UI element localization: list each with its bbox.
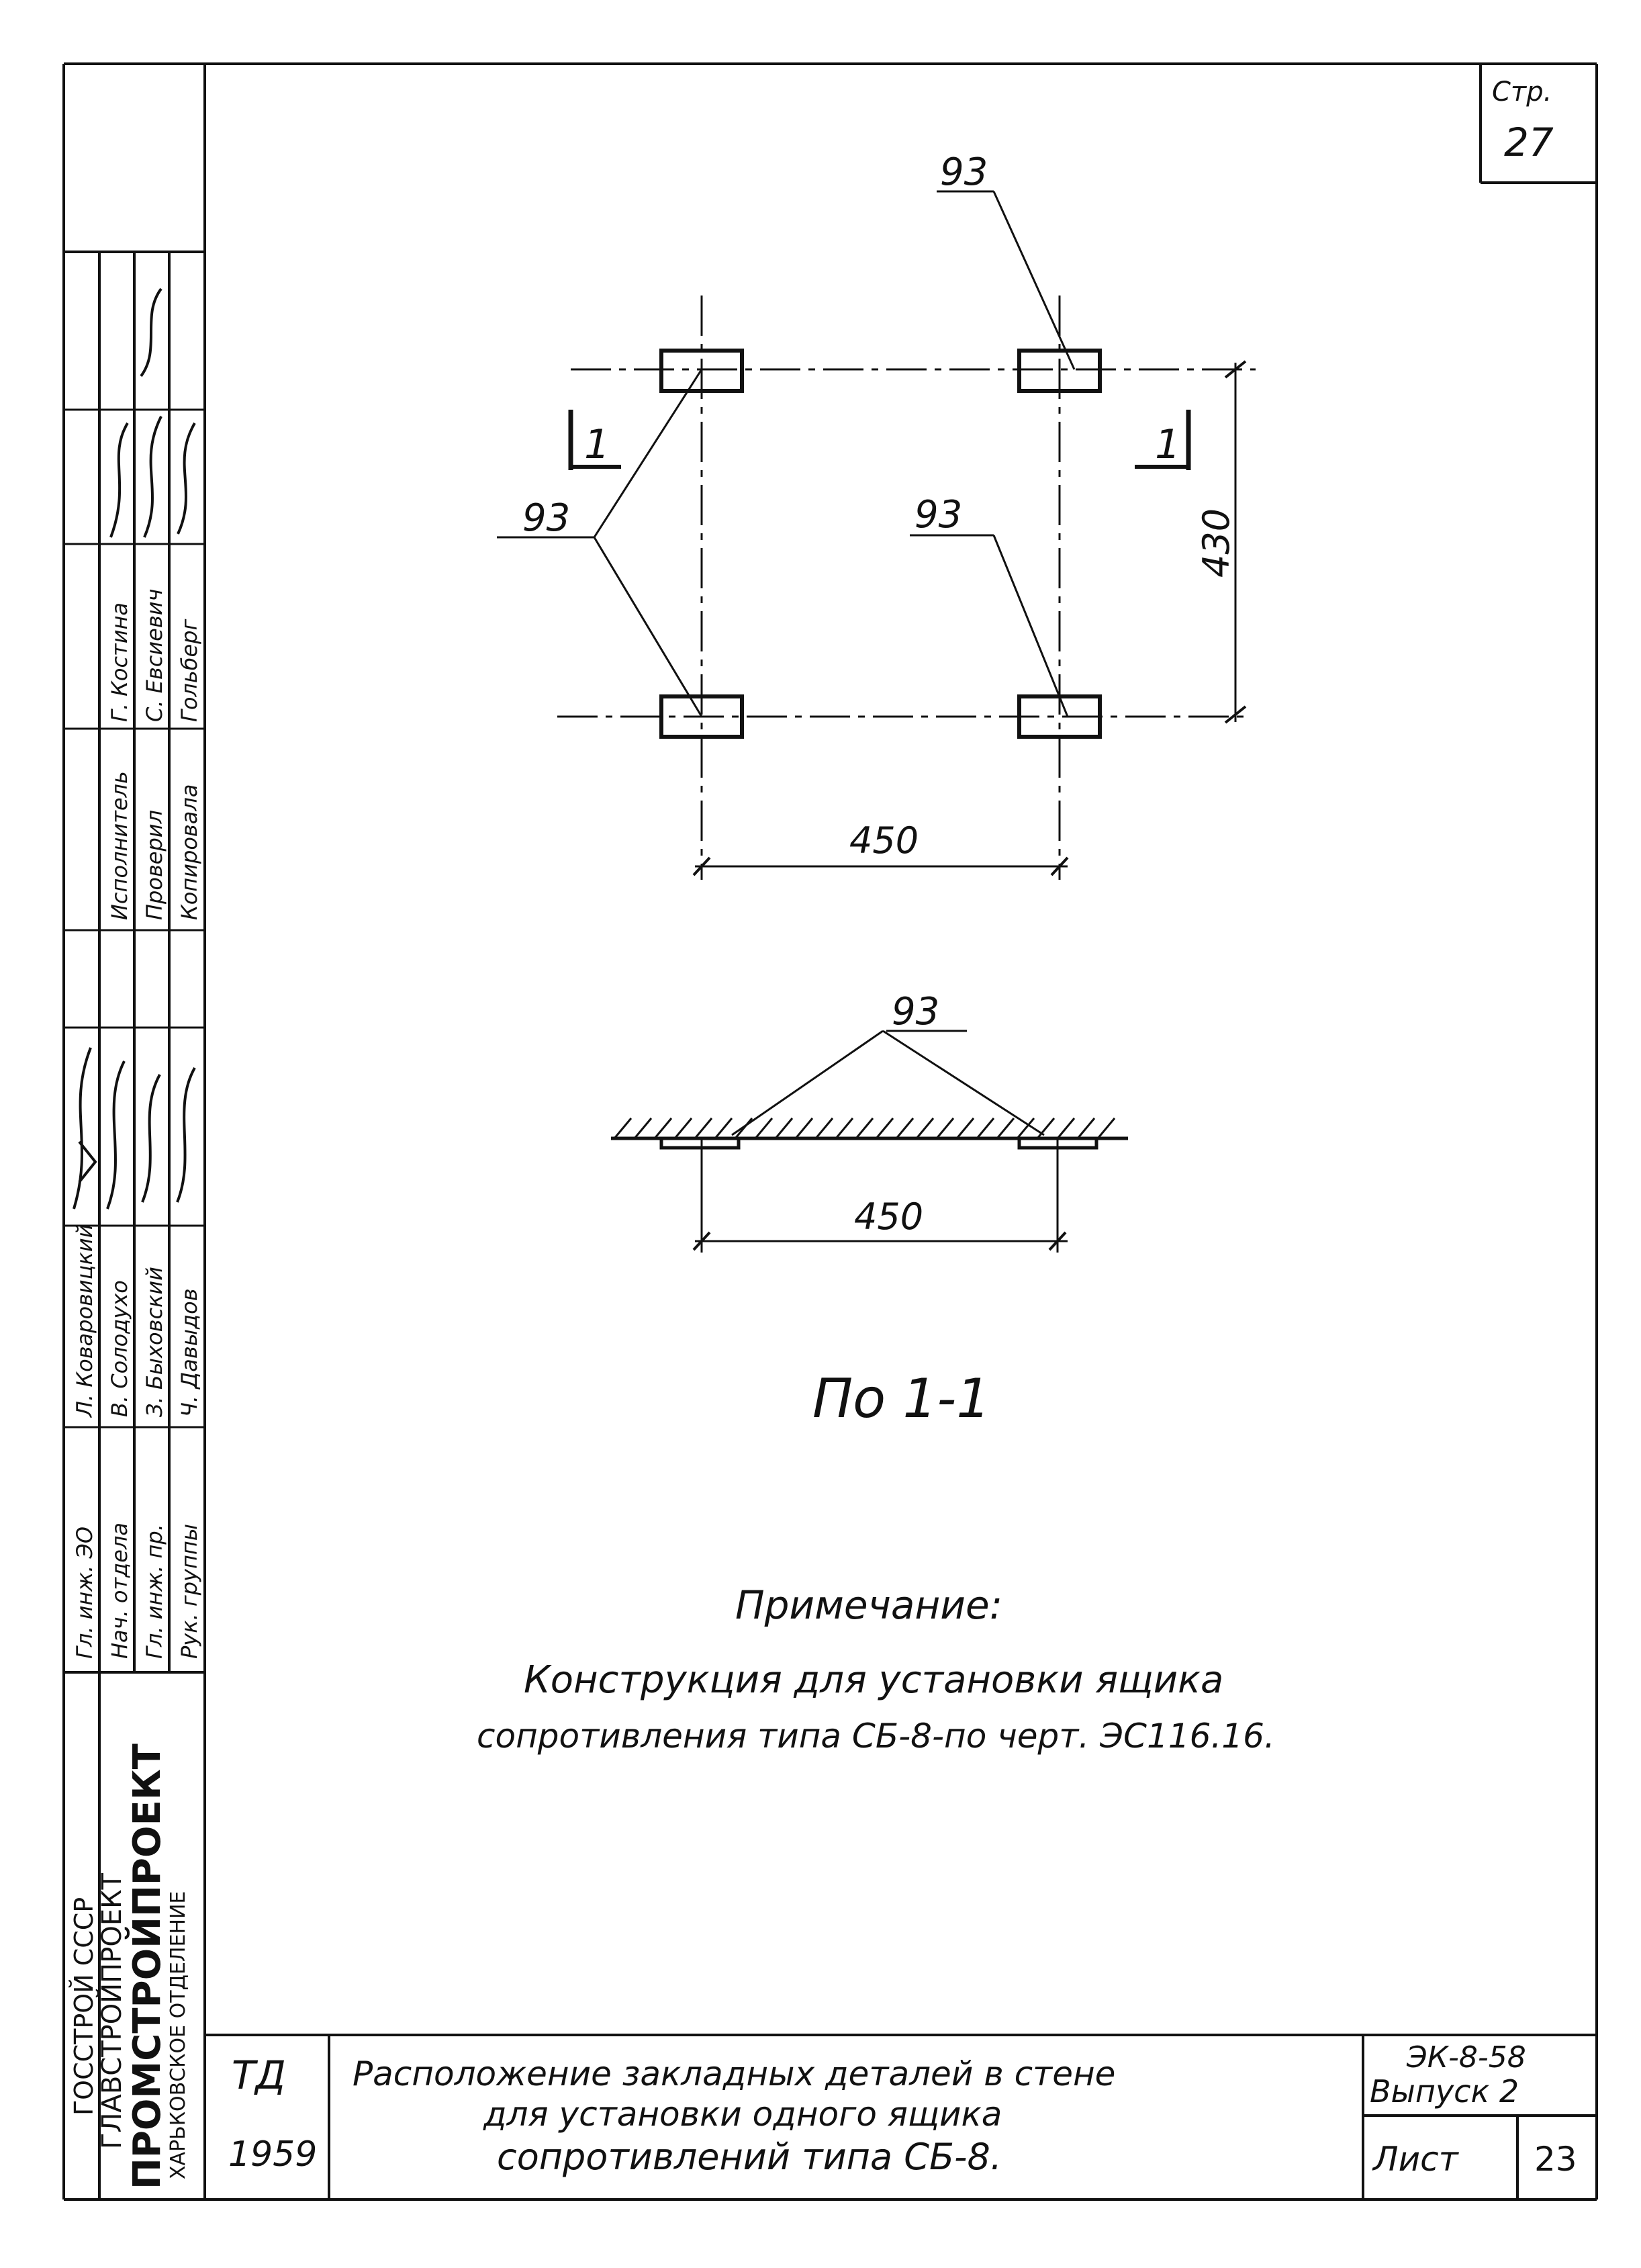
stamp-b-role-1: Исполнитель [107, 771, 132, 920]
note-block: Примечание: Конструкция для установки ящ… [477, 1582, 1275, 1756]
side-stamp: Гл. инж. ЭО Нач. отдела Гл. инж. пр. Рук… [64, 251, 205, 2199]
title-td: ТД [232, 2052, 286, 2098]
sheet-number: 23 [1534, 2140, 1577, 2179]
stamp-a-role-1: Гл. инж. ЭО [72, 1527, 97, 1659]
stamp-a-name-4: Ч. Давыдов [177, 1288, 202, 1417]
title-line-3: сопротивлений типа СБ-8. [497, 2136, 1002, 2178]
stamp-a-role-2: Нач. отдела [107, 1523, 132, 1659]
sheet-frame [62, 62, 1598, 2201]
stamp-a-name-1: Л. Коваровицкий [72, 1224, 97, 1418]
org-line-2: ГЛАВСТРОЙПРОЕКТ [95, 1872, 128, 2149]
stamp-a-name-3: З. Быховский [142, 1267, 167, 1417]
signatures-a [73, 1047, 196, 1210]
page-number: 27 [1504, 120, 1554, 165]
dimension-horizontal-450-section: 450 [692, 1138, 1068, 1253]
section-mark-right-label: 1 [1155, 421, 1180, 468]
stamp-b-role-2: Проверил [142, 810, 167, 920]
page-number-box: Стр. 27 [1479, 64, 1597, 184]
page-label: Стр. [1492, 77, 1552, 107]
section-callout: 93 [892, 990, 939, 1034]
issue-label: Выпуск 2 [1370, 2073, 1519, 2110]
note-line-2: сопротивления типа СБ-8-по черт. ЭС116.1… [477, 1717, 1275, 1756]
embedded-plate-bottom-left [659, 694, 744, 739]
sheet-label: Лист [1372, 2140, 1460, 2179]
stamp-b-role-3: Копировала [177, 784, 202, 920]
org-line-4: ХАРЬКОВСКОЕ ОТДЕЛЕНИЕ [167, 1891, 190, 2179]
stamp-b-name-1: Г. Костина [107, 602, 132, 722]
title-line-1: Расположение закладных деталей в стене [353, 2054, 1115, 2093]
callout-plates-left: 93 [522, 496, 570, 540]
stamp-a-name-2: В. Солодухо [107, 1280, 132, 1417]
title-block: ТД 1959 Расположение закладных деталей в… [205, 2034, 1597, 2199]
stamp-a-role-3: Гл. инж. пр. [142, 1524, 167, 1659]
section-view: 93 450 По 1-1 [611, 990, 1128, 1430]
dimension-horizontal-section-value: 450 [854, 1195, 923, 1238]
callout-plate-top-right: 93 [940, 150, 988, 194]
signatures-b [109, 287, 196, 538]
stamp-b-name-3: Гольберг [177, 619, 202, 722]
wall-hatching [613, 1118, 1116, 1139]
section-mark-right: 1 [1135, 410, 1191, 470]
callout-plate-bottom-right: 93 [915, 493, 962, 537]
section-plate-left [659, 1136, 741, 1150]
embedded-plate-top-left [659, 349, 744, 393]
dimension-vertical-value: 430 [1195, 508, 1237, 578]
dimension-horizontal-plan-value: 450 [849, 819, 919, 862]
drawing-code: ЭК-8-58 [1406, 2040, 1526, 2075]
embedded-plate-top-right [1017, 349, 1102, 393]
section-caption: По 1-1 [812, 1367, 990, 1430]
section-mark-left-label: 1 [584, 421, 610, 468]
stamp-a-role-4: Рук. группы [177, 1524, 202, 1659]
note-line-1: Конструкция для установки ящика [524, 1658, 1223, 1702]
plan-view: 93 93 93 1 1 430 [497, 150, 1256, 880]
title-line-2: для установки одного ящика [483, 2095, 1002, 2134]
org-line-3: ПРОМСТРОЙПРОЕКТ [125, 1743, 169, 2189]
stamp-b-name-2: С. Евсиевич [142, 589, 167, 722]
note-heading: Примечание: [735, 1582, 1002, 1628]
org-line-1: ГОССТРОЙ СССР [69, 1897, 99, 2116]
title-year: 1959 [228, 2134, 317, 2175]
dimension-horizontal-450-plan: 450 [692, 819, 1069, 876]
section-mark-left: 1 [568, 410, 621, 470]
dimension-vertical-430: 430 [1195, 360, 1247, 724]
